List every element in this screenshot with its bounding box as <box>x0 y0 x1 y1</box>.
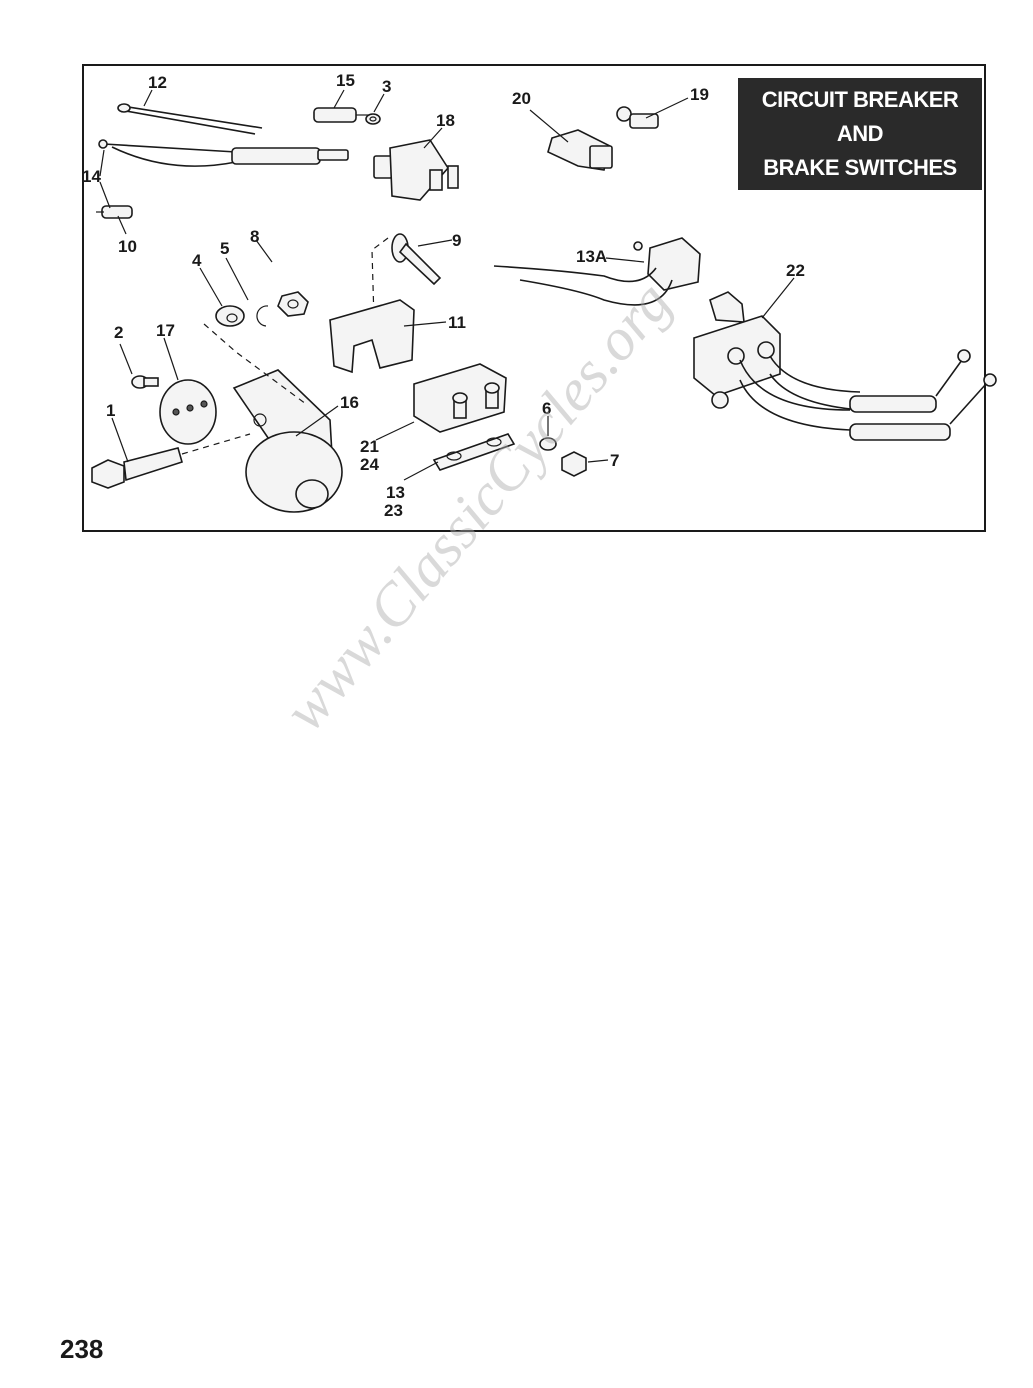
part-11-bracket <box>329 299 415 374</box>
part-18-brake-switch <box>373 139 459 201</box>
callout-23: 23 <box>384 501 403 520</box>
callout-19: 19 <box>690 85 709 104</box>
part-3-washer <box>365 113 381 125</box>
title-line-2: AND <box>836 121 884 146</box>
callout-13: 13 <box>386 483 405 502</box>
part-22-circuit-breaker <box>693 291 997 441</box>
part-15-connector <box>313 107 372 123</box>
callout-16: 16 <box>340 393 359 412</box>
page-number: 238 <box>60 1334 104 1364</box>
part-5-clip <box>256 305 269 327</box>
callout-3: 3 <box>382 77 391 96</box>
title-line-1: CIRCUIT BREAKER <box>761 87 959 112</box>
callout-18: 18 <box>436 111 455 130</box>
part-20-boot <box>547 129 613 171</box>
part-13-strap <box>432 433 516 471</box>
callout-13a: 13A <box>576 247 607 266</box>
part-4-washer <box>215 305 245 327</box>
callout-12: 12 <box>148 73 167 92</box>
callout-22: 22 <box>786 261 805 280</box>
callout-17: 17 <box>156 321 175 340</box>
part-21-circuit-breaker <box>413 363 507 433</box>
callout-21: 21 <box>360 437 379 456</box>
part-7-nut <box>561 451 587 477</box>
diagram-title: CIRCUIT BREAKER AND BRAKE SWITCHES <box>738 78 982 190</box>
callout-2: 2 <box>114 323 123 342</box>
part-10-terminal <box>96 205 133 219</box>
part-9-push-pin <box>371 233 442 321</box>
callout-20: 20 <box>512 89 531 108</box>
callout-9: 9 <box>452 231 461 250</box>
part-13a-breaker <box>493 237 701 306</box>
part-19-ring-terminal <box>616 106 659 129</box>
part-14-cable <box>98 139 349 167</box>
part-17-plate <box>159 379 217 445</box>
part-6-lock-washer <box>539 437 557 451</box>
callout-15: 15 <box>336 71 355 90</box>
part-2-screw <box>131 375 159 389</box>
callout-8: 8 <box>250 227 259 246</box>
leader-lines <box>99 89 795 481</box>
callout-24: 24 <box>360 455 379 474</box>
callout-10: 10 <box>118 237 137 256</box>
part-12-wire <box>117 103 263 135</box>
callout-4: 4 <box>192 251 202 270</box>
part-16-switch-assembly <box>203 323 343 513</box>
title-line-3: BRAKE SWITCHES <box>763 155 957 180</box>
callout-1: 1 <box>106 401 115 420</box>
part-1-bolt <box>91 433 251 489</box>
callout-7: 7 <box>610 451 619 470</box>
callout-14: 14 <box>82 167 101 186</box>
callout-11: 11 <box>448 313 466 332</box>
part-8-nut <box>277 291 309 317</box>
callout-5: 5 <box>220 239 229 258</box>
callout-6: 6 <box>542 399 551 418</box>
